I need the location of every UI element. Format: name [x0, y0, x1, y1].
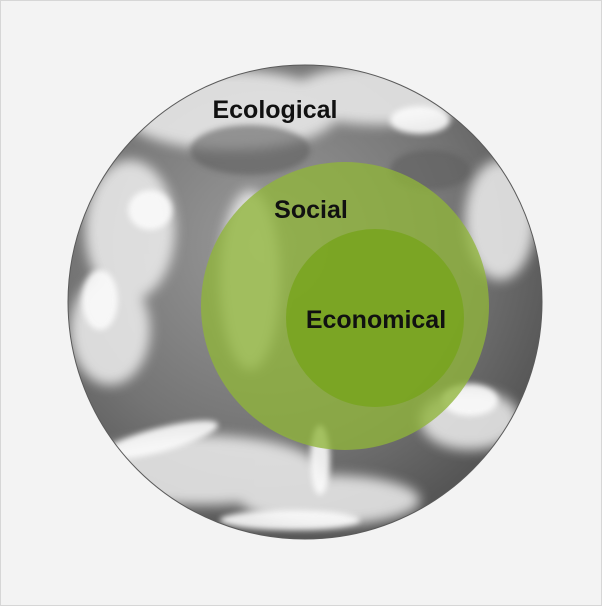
economical-label: Economical [306, 306, 446, 334]
social-label: Social [274, 196, 348, 224]
economical-circle [286, 229, 464, 407]
ecological-label: Ecological [212, 96, 337, 124]
